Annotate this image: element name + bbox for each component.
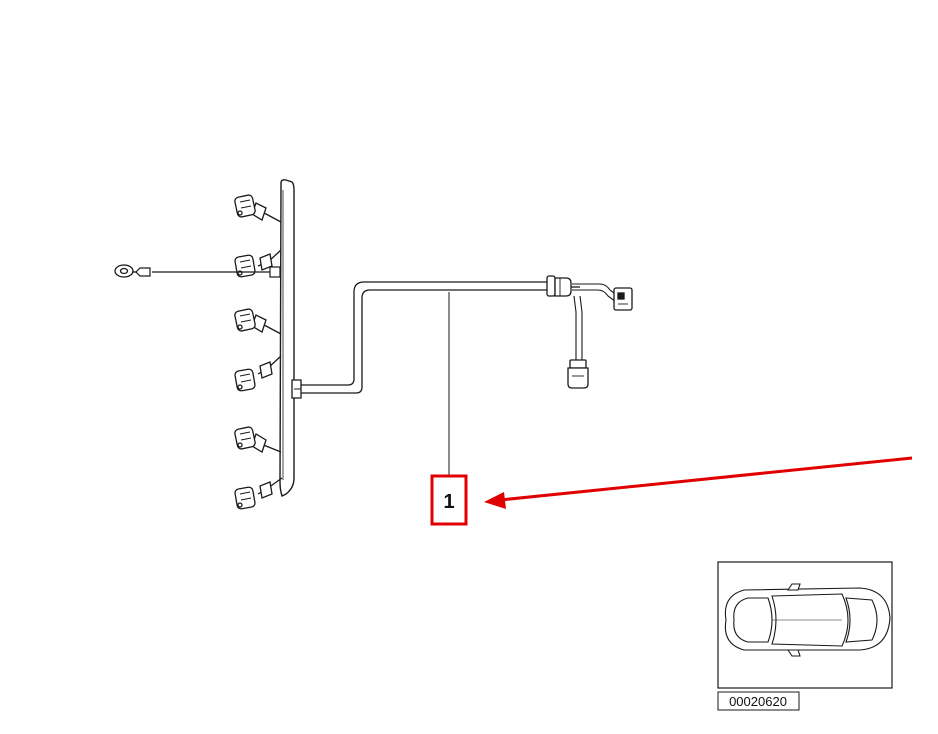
red-arrow-icon [484, 456, 913, 509]
ring-terminal [114, 264, 137, 278]
ground-wire [135, 266, 281, 278]
coil-connector-6 [234, 477, 283, 510]
part-callout-number: 1 [443, 491, 454, 513]
reference-number-box [717, 691, 800, 711]
harness-branch-cable [291, 281, 548, 399]
sensor-lead-upper [572, 283, 619, 303]
sensor-lead-lower [573, 295, 583, 362]
branch-grommet [546, 275, 580, 297]
coil-connector-1 [234, 194, 282, 223]
coil-connector-5 [234, 426, 282, 453]
car-top-view-icon [724, 583, 891, 657]
plug-connector-upper [613, 287, 633, 311]
reference-number: 00020620 [729, 694, 787, 709]
plug-connector-lower [567, 359, 589, 389]
callout-highlight-box [430, 474, 468, 526]
harness-rail [279, 179, 295, 497]
coil-connector-2 [234, 249, 282, 278]
coil-connector-3 [234, 308, 282, 335]
coil-connector-4 [234, 355, 282, 392]
car-locator-thumbnail: 00020620 [717, 561, 893, 711]
